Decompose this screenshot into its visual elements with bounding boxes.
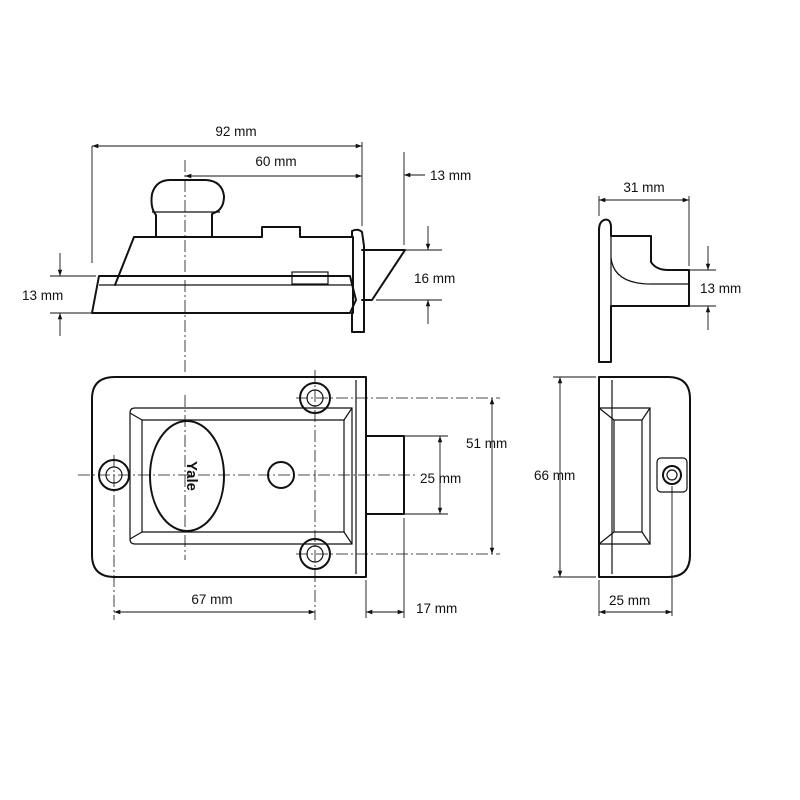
side-top-inner <box>610 257 689 285</box>
dim-25-bolt-label: 25 mm <box>420 471 461 486</box>
recess-corner-2 <box>343 531 353 545</box>
side-recess-corner-3 <box>598 407 615 421</box>
top-slot <box>291 271 329 285</box>
front-inner-recess-2 <box>141 419 345 533</box>
dim-13-top-label: 13 mm <box>430 168 471 183</box>
side-front-view: 66 mm 25 mm <box>534 376 691 616</box>
side-fixing-hole-outer <box>662 465 682 485</box>
side-front-recess <box>599 407 651 545</box>
side-recess-corner-4 <box>598 531 615 545</box>
dim-16-label: 16 mm <box>414 271 455 286</box>
dim-31-label: 31 mm <box>623 180 664 195</box>
side-front-outline <box>598 376 691 578</box>
front-inner-recess <box>129 407 353 545</box>
top-base-flange <box>91 275 357 314</box>
dim-60-label: 60 mm <box>255 154 296 169</box>
side-top-view: 31 mm 13 mm <box>598 180 741 363</box>
recess-corner-1 <box>343 407 353 421</box>
dim-92-label: 92 mm <box>215 124 256 139</box>
front-case-outline <box>91 376 367 578</box>
brand-logo: Yale <box>183 461 200 491</box>
front-view: Yale 51 mm 25 mm 67 mm 17 <box>78 370 507 620</box>
dim-13-side-label: 13 mm <box>700 281 741 296</box>
dim-25-side-label: 25 mm <box>609 593 650 608</box>
side-front-recess-2 <box>613 419 643 533</box>
top-case-body <box>114 226 354 314</box>
dim-66-label: 66 mm <box>534 468 575 483</box>
side-recess-corner-1 <box>641 407 651 421</box>
dim-51-label: 51 mm <box>466 436 507 451</box>
dim-17-label: 17 mm <box>416 601 457 616</box>
top-view: 92 mm 60 mm 13 mm 13 mm 16 mm <box>22 124 471 372</box>
side-fixing-hole-inner <box>666 469 678 481</box>
recess-corner-3 <box>129 412 143 421</box>
side-top-outline <box>598 218 690 363</box>
side-recess-corner-2 <box>641 531 651 545</box>
dim-13-left-label: 13 mm <box>22 288 63 303</box>
recess-corner-4 <box>129 531 143 540</box>
snib-knob <box>150 179 225 238</box>
top-latch-bolt <box>361 249 406 301</box>
top-front-plate <box>351 228 365 333</box>
yale-badge <box>149 420 225 532</box>
dim-67-label: 67 mm <box>191 592 232 607</box>
